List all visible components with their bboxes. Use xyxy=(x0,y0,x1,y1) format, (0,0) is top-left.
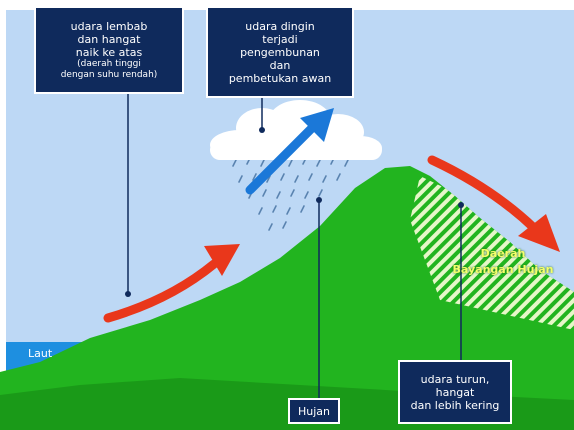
cooling-air-arrow-icon xyxy=(245,108,334,195)
rain-line: Hujan xyxy=(297,404,330,418)
cooling-label: udara dingin terjadi pengembunan dan pem… xyxy=(206,6,354,98)
rising-air-arrow-icon xyxy=(103,244,240,323)
pointer-dot-dry xyxy=(458,202,464,208)
shadow-line-1: Daerah xyxy=(480,247,526,260)
pointer-dot-rising xyxy=(125,291,131,297)
pointer-dot-cool xyxy=(259,127,265,133)
rising-line-1: udara lembab xyxy=(70,19,148,33)
dry-line-3: dan lebih kering xyxy=(410,398,500,412)
rain-shadow-label: Daerah Bayangan Hujan xyxy=(444,246,562,278)
rising-line-5: dengan suhu rendah) xyxy=(60,69,158,80)
pointer-dot-rain xyxy=(316,197,322,203)
cloud-icon xyxy=(210,100,382,160)
rain-label: Hujan xyxy=(288,398,340,424)
rising-air-label: udara lembab dan hangat naik ke atas (da… xyxy=(34,6,184,94)
cool-line-1: udara dingin xyxy=(245,19,315,33)
descending-air-label: udara turun, hangat dan lebih kering xyxy=(398,360,512,424)
shadow-line-2: Bayangan Hujan xyxy=(452,263,554,276)
pointer-lines xyxy=(127,94,462,398)
cool-line-3: pengembunan xyxy=(240,45,320,59)
rising-line-2: dan hangat xyxy=(77,32,141,46)
sea-label: Laut xyxy=(28,347,53,360)
descending-air-arrow-icon xyxy=(427,155,560,252)
rain-shadow-area xyxy=(410,176,574,330)
dry-line-2: hangat xyxy=(435,385,475,399)
cool-line-2: terjadi xyxy=(262,32,298,46)
rising-line-3: naik ke atas xyxy=(75,45,143,59)
cool-line-4: dan xyxy=(269,58,291,72)
rising-line-4: (daerah tinggi xyxy=(77,58,141,69)
cool-line-5: pembetukan awan xyxy=(228,71,332,85)
dry-line-1: udara turun, xyxy=(420,372,490,386)
